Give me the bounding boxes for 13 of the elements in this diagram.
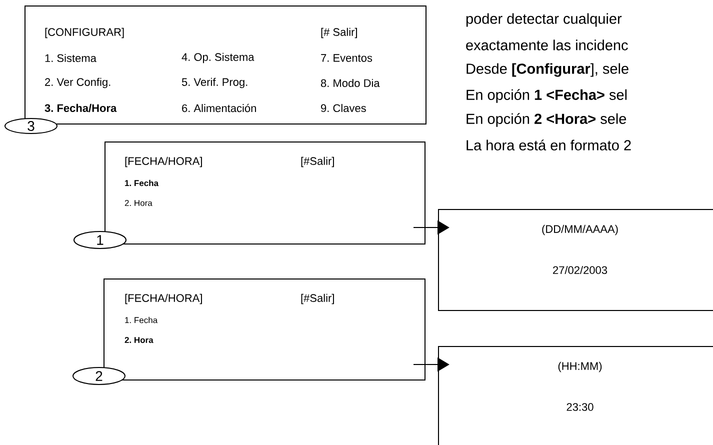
text-line: En opción 1 <Fecha> sel xyxy=(466,89,627,103)
display-box: (HH:MM) 23:30 xyxy=(438,346,713,445)
text-line: poder detectar cualquier xyxy=(466,13,622,27)
menu-screen-box: [FECHA/HORA] [#Salir] 1. Fecha 2. Hora xyxy=(104,278,426,380)
text-line: Desde [Configurar], sele xyxy=(466,63,628,77)
step-number-oval: 2 xyxy=(72,367,126,385)
step-number-oval: 1 xyxy=(74,231,126,249)
text-line: La hora está en formato 2 xyxy=(466,140,631,150)
menu-screen-box: [FECHA/HORA] [#Salir] 1. Fecha 2. Hora xyxy=(104,142,426,244)
step-number-oval: 3 xyxy=(4,118,58,134)
display-box: (DD/MM/AAAA) 27/02/2003 xyxy=(438,209,713,311)
text-line: exactamente las incidenc xyxy=(466,40,628,50)
text-line: En opción 2 <Hora> sele xyxy=(466,113,626,127)
